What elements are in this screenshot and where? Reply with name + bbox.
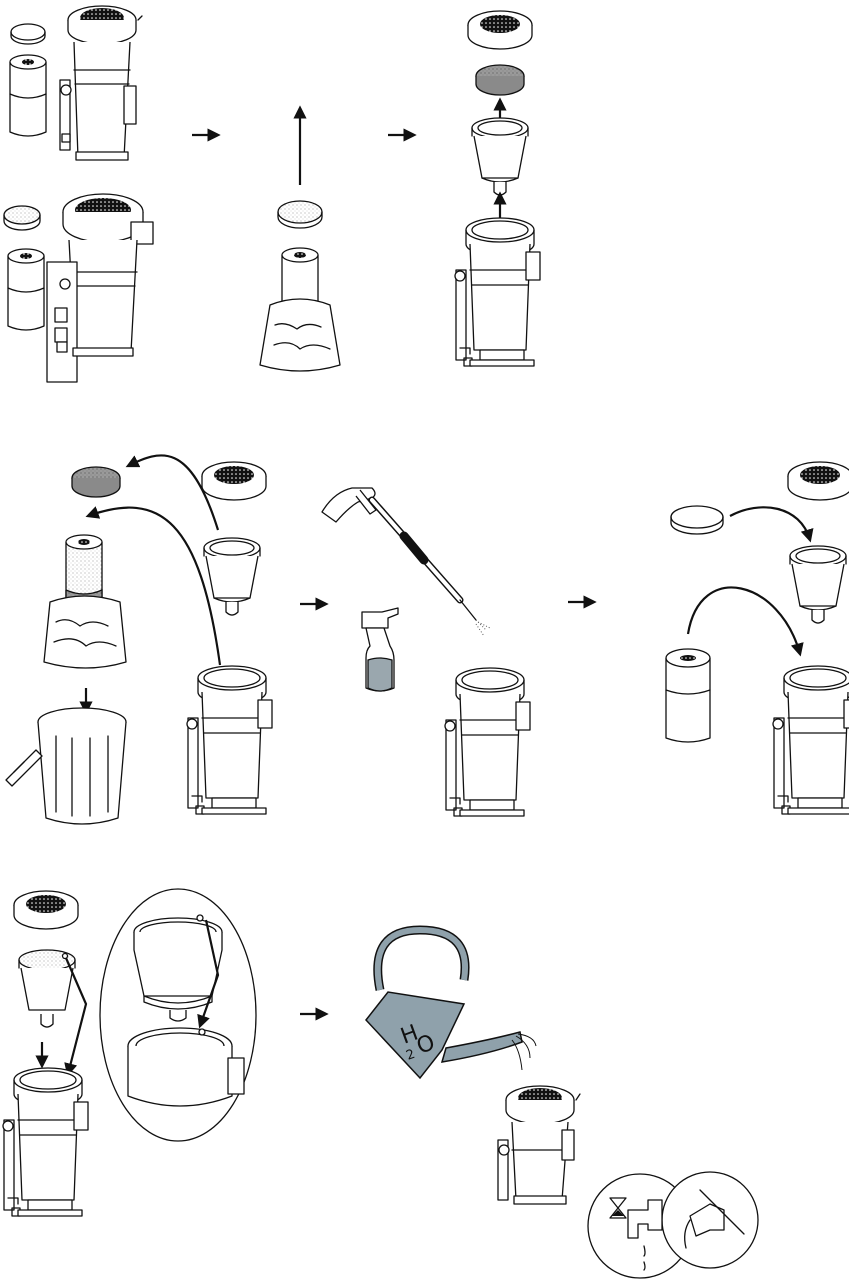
detail-magnifier-icon <box>100 889 256 1141</box>
filter-pad-icon <box>476 65 524 95</box>
insert-icon <box>204 538 260 615</box>
step-align-marks <box>3 889 256 1216</box>
filter-pad-icon <box>278 201 322 228</box>
bag-icon <box>260 299 340 371</box>
trash-bin-icon <box>6 708 126 824</box>
separator-housing-icon <box>773 666 849 814</box>
filter-cartridge-icon <box>8 249 44 330</box>
filter-pad-icon <box>671 506 723 534</box>
lid-icon <box>202 462 266 500</box>
watering-can-icon: H 2 O <box>366 930 536 1078</box>
separator-housing-icon <box>445 668 530 816</box>
filter-pad-icon <box>11 24 45 44</box>
separator-housing-icon <box>498 1086 580 1204</box>
lid-icon <box>14 891 78 929</box>
lid-icon <box>468 11 532 49</box>
insert-icon <box>472 118 528 195</box>
step-reassemble <box>666 462 849 814</box>
step-disassemble <box>4 6 153 382</box>
separator-housing-icon <box>60 6 142 160</box>
bag-icon <box>44 596 126 668</box>
spray-bottle-icon <box>362 608 398 691</box>
insert-icon <box>790 546 846 623</box>
filter-cartridge-icon <box>666 649 710 742</box>
step-bag-cartridge <box>260 108 340 371</box>
filter-pad-icon <box>72 467 120 497</box>
drain-valve-icon <box>588 1172 758 1278</box>
separator-housing-icon <box>187 666 272 814</box>
step-remove-insert <box>455 11 540 366</box>
separator-housing-icon <box>455 218 540 366</box>
step-fill-water: H 2 O <box>366 930 758 1278</box>
lid-icon <box>788 462 849 500</box>
step-dispose <box>6 455 272 824</box>
spray-gun-icon <box>322 488 490 636</box>
filter-pad-icon <box>4 206 40 230</box>
step-clean <box>322 488 530 816</box>
filter-cartridge-icon <box>10 55 46 136</box>
separator-housing-icon <box>47 194 153 382</box>
separator-housing-icon <box>3 1068 88 1216</box>
